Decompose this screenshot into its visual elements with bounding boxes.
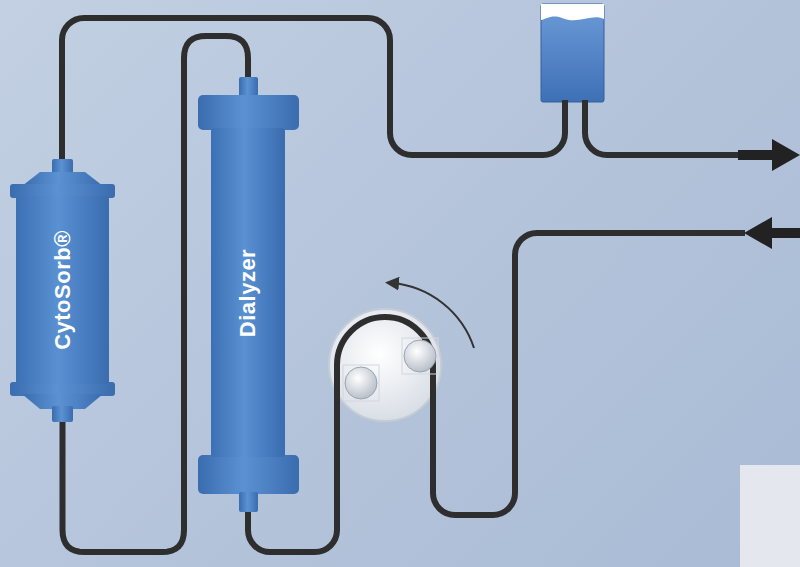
fluid-bag [541,4,604,102]
pump-rollers [343,338,438,401]
cartridge-body: CytoSorb® [16,196,109,384]
rotation-arrow [392,283,474,348]
dialyzer-end-caps [198,77,299,512]
roller-pump [329,309,441,421]
outflow-arrow [738,139,800,171]
cartridge-label: Dialyzer [235,248,261,336]
inflow-arrow [744,217,800,249]
corner-panel [740,465,800,567]
tubing [62,18,745,552]
cartridge-label: CytoSorb® [50,230,76,350]
cytosorb-end-caps [10,159,115,422]
cartridge-body: Dialyzer [211,128,285,457]
